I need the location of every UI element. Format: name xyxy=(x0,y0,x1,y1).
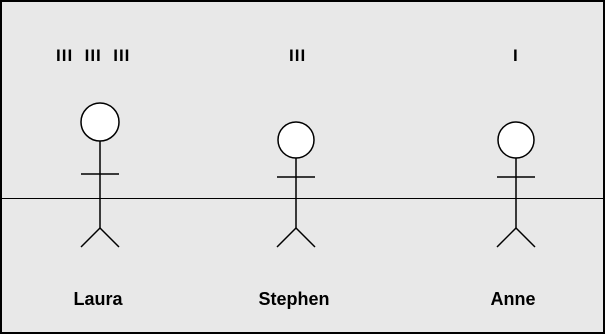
name-label-anne: Anne xyxy=(491,289,536,310)
left-leg xyxy=(497,228,516,247)
head xyxy=(498,122,534,158)
right-leg xyxy=(516,228,535,247)
